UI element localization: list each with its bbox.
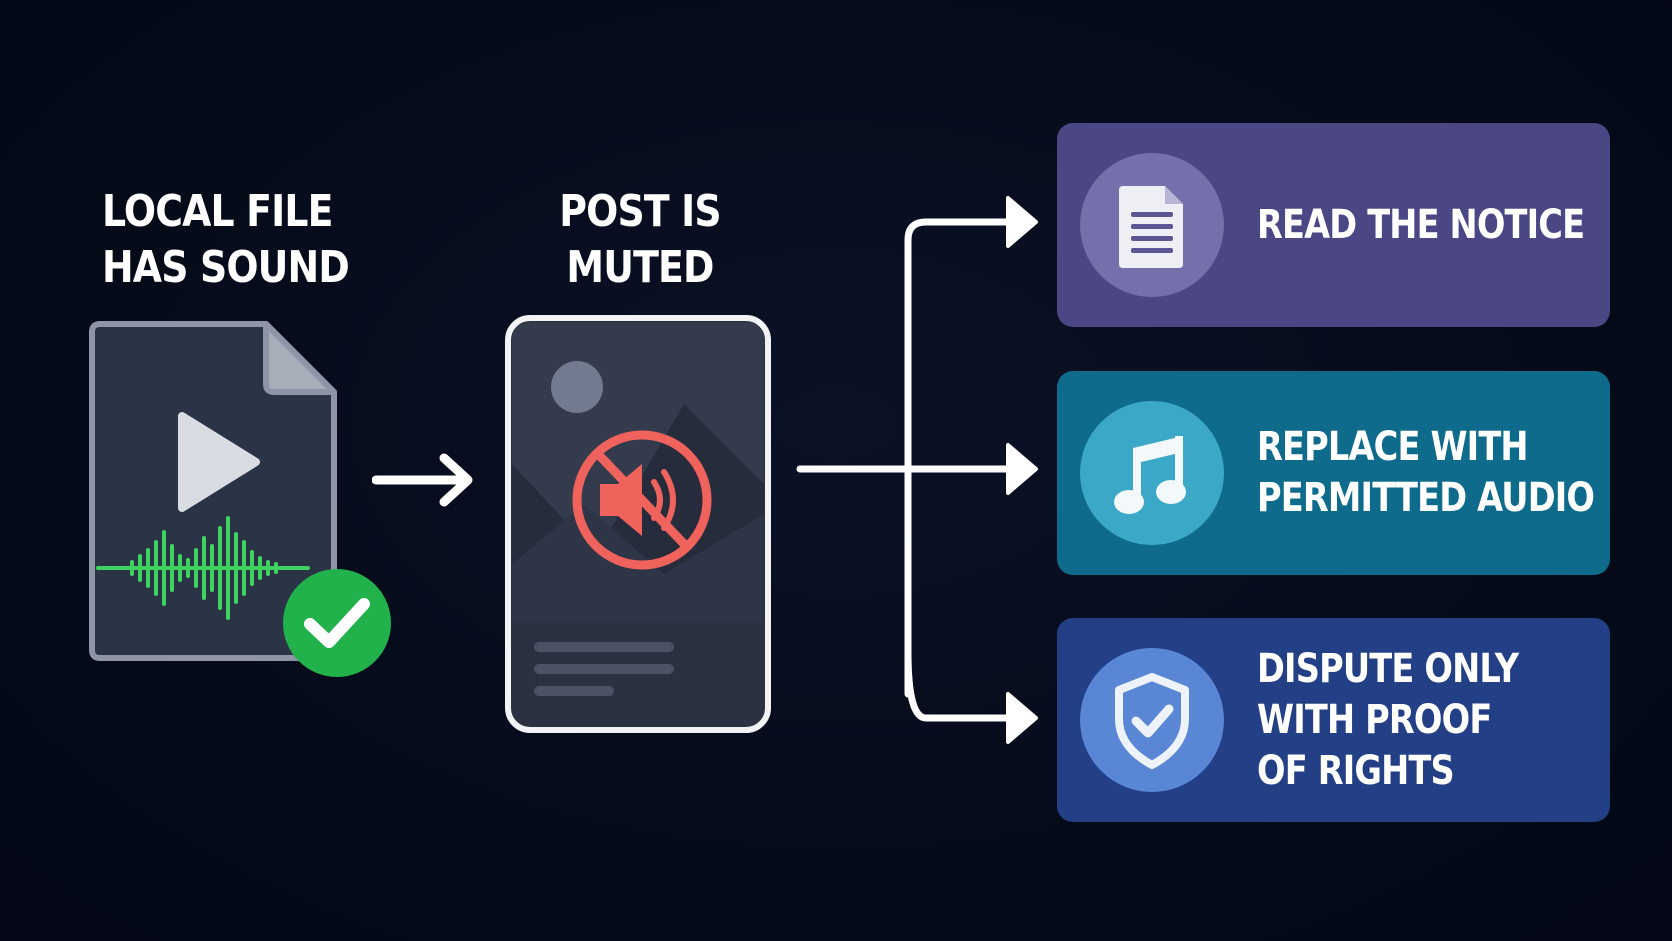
action-card-read-notice: READ THE NOTICE [1057, 123, 1610, 327]
muted-post-preview [505, 315, 771, 733]
branch-arrows [796, 196, 1038, 744]
local-file-heading-line2: HAS SOUND [102, 242, 350, 293]
shield-check-icon [1080, 648, 1224, 792]
music-note-icon [1080, 401, 1224, 545]
post-muted-heading-line1: POST IS [559, 186, 721, 237]
document-icon [1080, 153, 1224, 297]
action-label-line: READ THE NOTICE [1257, 201, 1585, 248]
action-label-line: DISPUTE ONLY [1257, 645, 1519, 692]
post-muted-heading: POST IS MUTED [537, 184, 743, 296]
action-label-line: WITH PROOF [1257, 696, 1492, 743]
local-file-heading-line1: LOCAL FILE [102, 186, 333, 237]
post-muted-heading-line2: MUTED [566, 242, 714, 293]
action-label-line: OF RIGHTS [1257, 747, 1455, 794]
action-card-replace-audio: REPLACE WITH PERMITTED AUDIO [1057, 371, 1610, 575]
arrow-head-middle [1006, 443, 1038, 495]
local-file-heading: LOCAL FILE HAS SOUND [102, 184, 350, 296]
video-file-icon [89, 321, 337, 661]
action-label-read-notice: READ THE NOTICE [1257, 123, 1585, 327]
arrow-head-bottom [1006, 692, 1038, 744]
checkmark-icon [283, 569, 391, 677]
audio-waveform-icon [96, 516, 310, 620]
arrow-right-icon [372, 453, 473, 507]
action-label-line: REPLACE WITH [1257, 424, 1529, 470]
action-card-dispute: DISPUTE ONLY WITH PROOF OF RIGHTS [1057, 618, 1610, 822]
arrow-head-top [1006, 196, 1038, 248]
mute-icon [572, 430, 712, 570]
play-icon [178, 412, 260, 512]
action-label-dispute: DISPUTE ONLY WITH PROOF OF RIGHTS [1257, 618, 1519, 822]
action-label-line: PERMITTED AUDIO [1257, 475, 1595, 521]
action-label-replace-audio: REPLACE WITH PERMITTED AUDIO [1257, 371, 1595, 575]
